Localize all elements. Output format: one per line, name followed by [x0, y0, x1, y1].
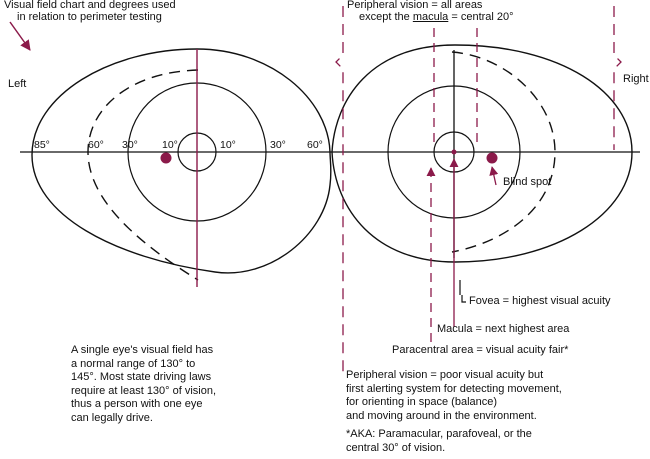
single-eye-note: A single eye's visual field has a normal…	[71, 344, 217, 424]
fovea-label: Fovea = highest visual acuity	[469, 295, 611, 307]
blind-spot-label: Blind spot	[503, 176, 552, 188]
left-blind-spot-dot	[160, 152, 172, 164]
peripheral-vision-note: Peripheral vision = poor visual acuity b…	[346, 369, 562, 422]
degree-10-left: 10°	[162, 139, 178, 151]
blind-spot-arrow	[489, 166, 499, 186]
fovea-dot	[451, 149, 457, 155]
fovea-bracket	[461, 295, 466, 303]
right-blind-spot-dot	[486, 152, 498, 164]
degree-10-right: 10°	[220, 139, 236, 151]
title-line-1: Visual field chart and degrees used	[4, 0, 176, 11]
peripheral-definition-line-1: Peripheral vision = all areas	[347, 0, 483, 11]
degree-60-right: 60°	[307, 139, 323, 151]
title-line-2: in relation to perimeter testing	[17, 11, 162, 23]
left-eye-field	[31, 48, 332, 287]
degree-85: 85°	[34, 139, 50, 151]
macula-label: Macula = next highest area	[437, 323, 570, 335]
left-outer-boundary	[31, 48, 332, 274]
right-eye-label: Right	[623, 73, 649, 85]
left-eye-label: Left	[8, 78, 27, 90]
degree-30-left: 30°	[122, 139, 138, 151]
degree-30-right: 30°	[270, 139, 286, 151]
paracentral-label: Paracentral area = visual acuity fair*	[392, 344, 569, 356]
degree-60-left: 60°	[88, 139, 104, 151]
right-eye-field	[331, 44, 633, 263]
peripheral-definition-line-2: except the macula = central 20°	[359, 11, 514, 23]
aka-note: *AKA: Paramacular, parafoveal, or the ce…	[346, 428, 532, 454]
peripheral-bracket-right	[613, 6, 622, 150]
title-arrow	[9, 21, 31, 51]
right-outer-boundary	[331, 44, 633, 263]
peripheral-bracket	[335, 6, 344, 372]
left-60-dashed	[87, 69, 199, 281]
